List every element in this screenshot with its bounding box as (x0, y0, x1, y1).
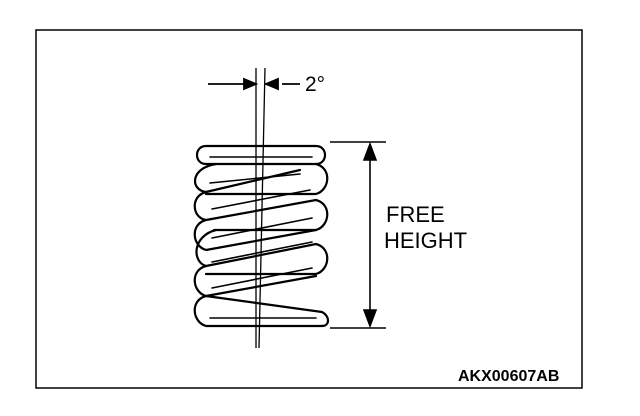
free-height-label-line2: HEIGHT (384, 228, 467, 253)
figure-code: AKX00607AB (458, 368, 559, 385)
dimension-arrow-icon (330, 141, 386, 329)
spring-axis-lines (255, 67, 266, 349)
spring-coil-turn-1 (193, 162, 329, 196)
tilted-axis-line (258, 67, 266, 349)
spring-coil-outline (195, 144, 327, 166)
free-height-label-line1: FREE (386, 202, 445, 227)
spring-coil-turn-2 (193, 190, 329, 232)
angle-arrow-icon (208, 77, 300, 91)
spring-coil-turn-4 (193, 264, 330, 328)
diagram-frame (35, 29, 583, 389)
angle-label: 2° (305, 73, 325, 96)
